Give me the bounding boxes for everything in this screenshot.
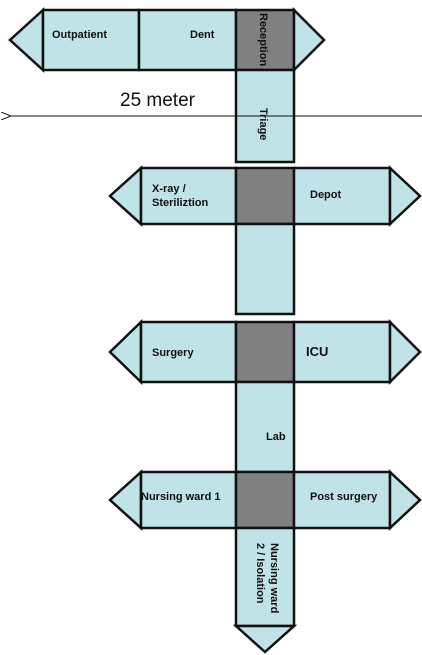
room-depot <box>292 166 392 226</box>
east-exit-arrow-row1 <box>292 6 326 74</box>
east-exit-arrow-row4 <box>388 469 422 531</box>
label-xray-line2: Steriliztion <box>152 197 209 209</box>
label-outpatient: Outpatient <box>52 29 107 41</box>
label-xray-line1: X-ray / <box>152 183 186 195</box>
west-exit-arrow-row3 <box>108 319 143 385</box>
east-exit-arrow-row2 <box>388 165 422 227</box>
hub-row4 <box>234 470 296 530</box>
label-lab: Lab <box>266 431 286 443</box>
label-reception: Reception <box>257 13 269 66</box>
south-exit-arrow <box>232 624 298 654</box>
east-exit-arrow-row3 <box>388 318 422 386</box>
label-triage: Triage <box>257 108 269 140</box>
west-exit-arrow-row4 <box>108 469 143 531</box>
hub-row3 <box>234 320 296 384</box>
label-nursing-ward-2-line2: 2 / Isolation <box>254 543 266 604</box>
room-nursing-ward-2-isolation <box>234 526 296 628</box>
scale-label: 25 meter <box>120 90 196 111</box>
room-outpatient <box>41 8 141 72</box>
corridor-row2-row3 <box>234 222 296 316</box>
room-lab <box>234 380 296 474</box>
label-icu: ICU <box>306 344 328 359</box>
hub-row2 <box>234 166 296 226</box>
label-dent: Dent <box>190 29 215 41</box>
label-depot: Depot <box>310 189 342 201</box>
label-surgery: Surgery <box>152 347 194 359</box>
label-post-surgery: Post surgery <box>310 491 378 503</box>
room-dent <box>137 8 238 72</box>
room-xray-sterilization <box>139 166 238 226</box>
label-nursing-ward-1: Nursing ward 1 <box>141 491 220 503</box>
label-nursing-ward-2-line1: Nursing ward <box>268 543 280 613</box>
west-exit-arrow-row1 <box>8 7 45 73</box>
west-exit-arrow-row2 <box>108 165 143 227</box>
